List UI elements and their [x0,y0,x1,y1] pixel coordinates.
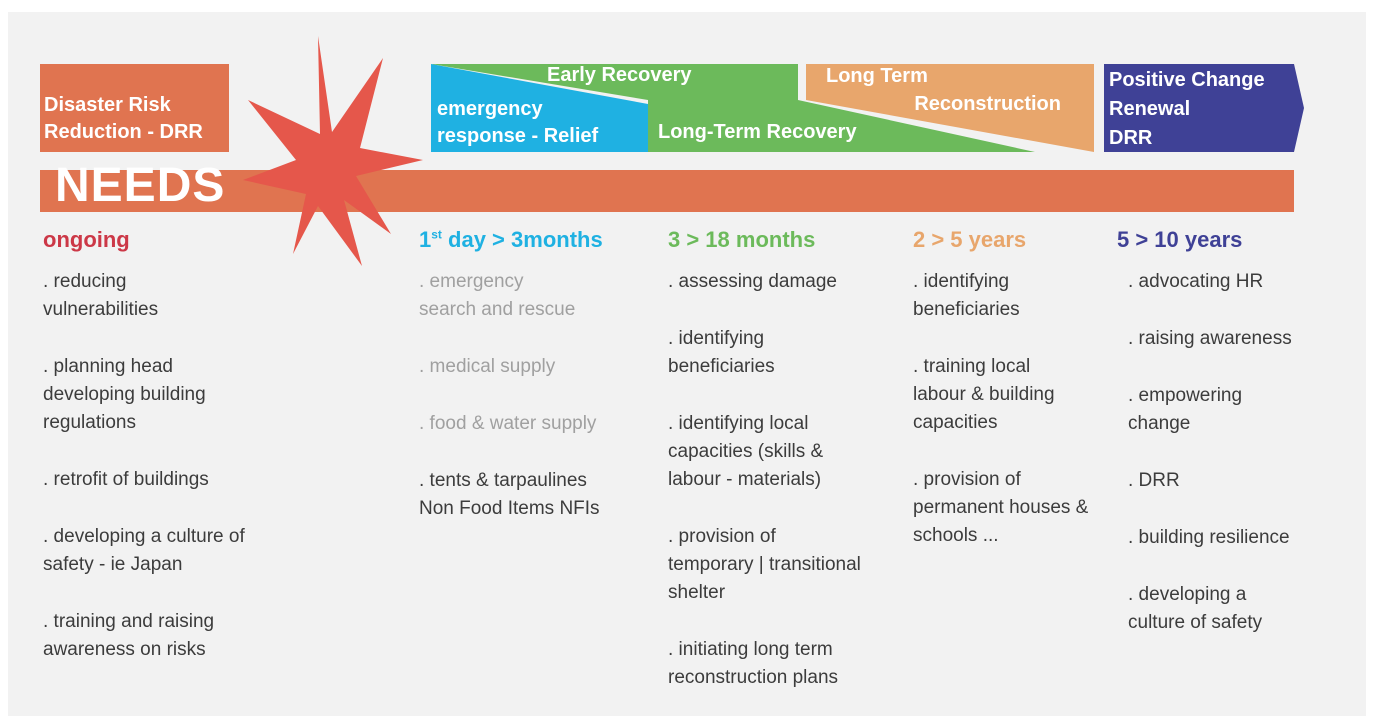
needs-bar [40,170,1294,212]
list-item: . empowering change [1128,385,1243,434]
heading-ongoing: ongoing [43,227,130,252]
needs-title: NEEDS [55,159,226,212]
positive-change-label: Positive Change Renewal DRR [1109,69,1265,149]
heading-first-day: 1st day > 3months [419,226,603,254]
list-item: . planning head developing building regu… [43,356,206,433]
list-item: . building resilience [1128,527,1290,548]
reconstruction-line-1: Long Term [826,65,928,87]
disaster-starburst [243,36,423,266]
heading-first-day-suffix: st [431,227,442,242]
list-item: . reducing vulnerabilities [43,271,159,320]
list-item: . retrofit of buildings [43,469,209,490]
drr-box [40,64,229,152]
list-item: . developing a culture of safety - ie Ja… [43,526,245,575]
list-item: . identifying beneficiaries [913,271,1020,320]
list-item: . initiating long term reconstruction pl… [668,639,839,688]
early-recovery-label: Early Recovery [547,64,692,86]
list-item: . tents & tarpaulines Non Food Items NFI… [419,470,600,519]
list-ongoing: . reducing vulnerabilities . planning he… [43,268,245,693]
drr-label: Disaster Risk Reduction - DRR [44,94,203,143]
list-item: . food & water supply [419,413,597,434]
list-5-10-years: . advocating HR . raising awareness . em… [1128,268,1348,666]
relief-label: emergency response - Relief [437,98,599,147]
list-item: . raising awareness [1128,328,1292,349]
list-item: . provision of permanent houses & school… [913,469,1089,546]
relief-shape [431,64,648,152]
long-term-recovery-label: Long-Term Recovery [658,121,857,143]
reconstruction-shape [806,64,1094,152]
heading-first-day-rest: day > 3months [441,227,603,252]
heading-3-18-months: 3 > 18 months [668,227,816,252]
list-item: . emergency search and rescue [419,271,576,320]
list-item: . training local labour & building capac… [913,356,1055,433]
list-item: . training and raising awareness on risk… [43,611,215,660]
list-first-day: . emergency search and rescue . medical … [419,268,659,552]
heading-5-10-years: 5 > 10 years [1117,227,1243,252]
list-item: . assessing damage [668,271,837,292]
list-item: . medical supply [419,356,556,377]
heading-2-5-years: 2 > 5 years [913,227,1027,252]
list-item: . identifying local capacities (skills &… [668,413,824,490]
list-item: . identifying beneficiaries [668,328,775,377]
list-item: . developing a culture of safety [1128,584,1263,633]
list-item: . advocating HR [1128,271,1264,292]
reconstruction-line-2: Reconstruction [914,93,1061,115]
list-3-18-months: . assessing damage . identifying benefic… [668,268,908,721]
recovery-band [431,64,1035,152]
list-item: . DRR [1128,470,1180,491]
list-item: . provision of temporary | transitional … [668,526,861,603]
positive-change-arrow [1104,64,1304,152]
heading-first-day-number: 1 [419,227,432,252]
list-2-5-years: . identifying beneficiaries . training l… [913,268,1128,579]
